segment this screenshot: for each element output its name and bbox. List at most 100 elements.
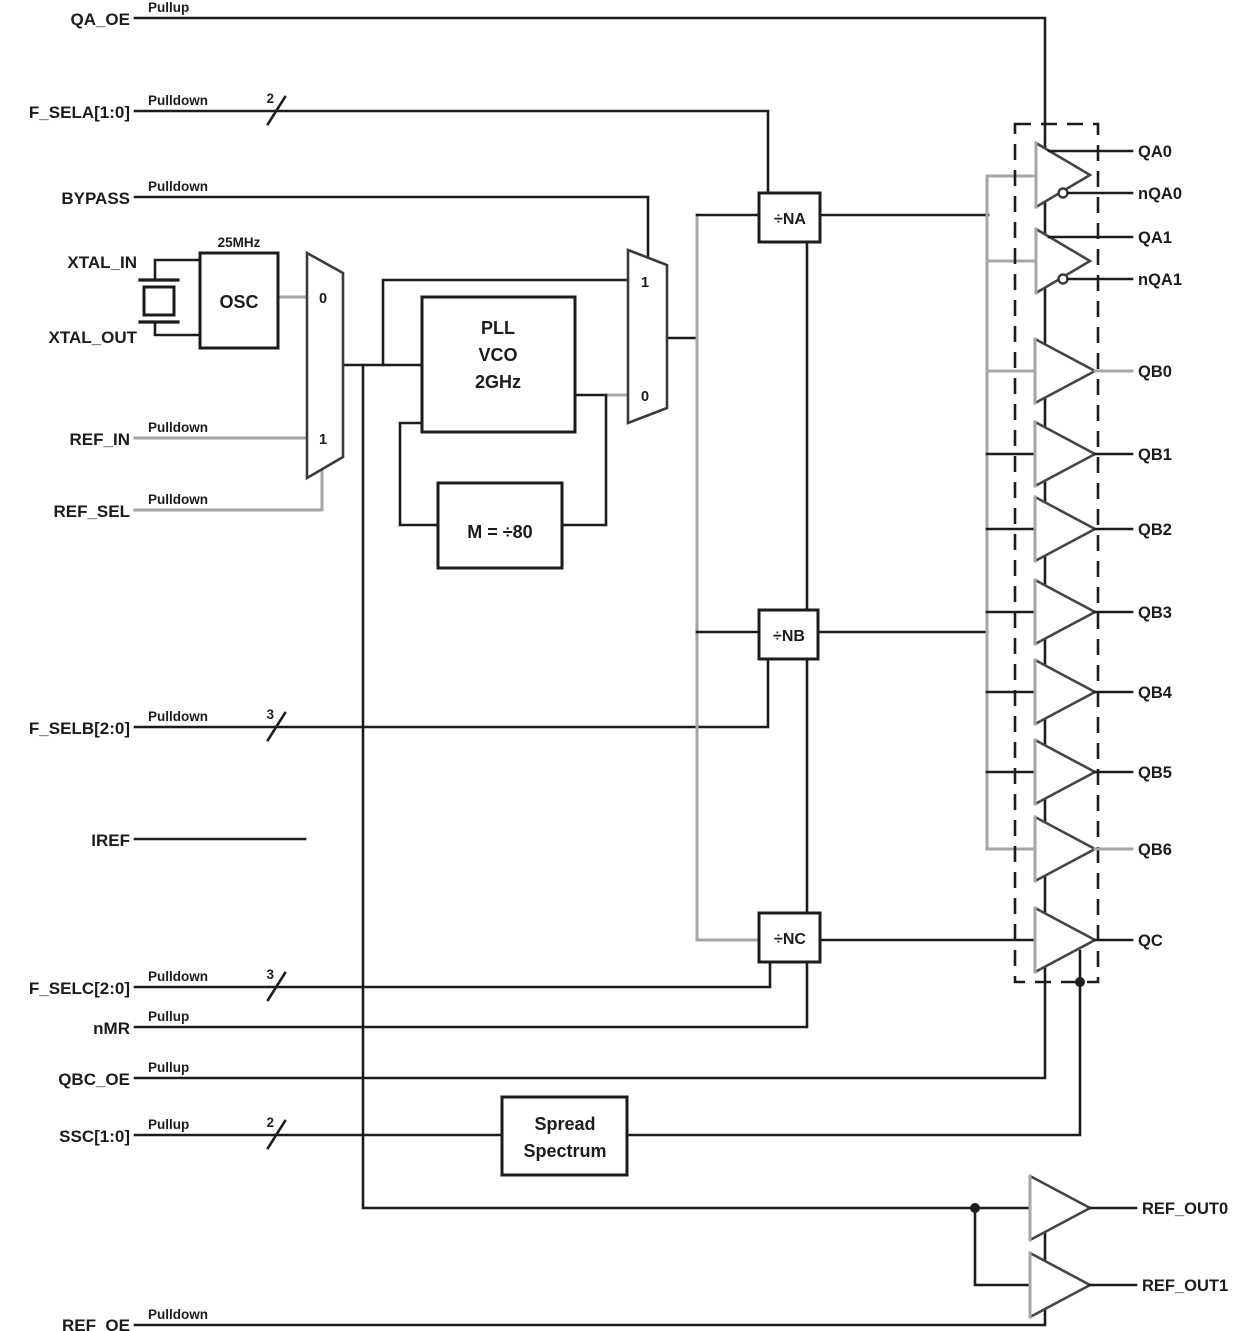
wire-pll-to-m	[560, 393, 608, 527]
buffer-qb6	[1033, 815, 1134, 883]
wire-f-sela	[133, 109, 770, 195]
output-label-qa0: QA0	[1138, 143, 1172, 161]
wire-ss-out	[625, 949, 1082, 1137]
mux1-input0-label: 0	[319, 291, 327, 307]
mux2-input1-label: 1	[641, 275, 649, 291]
buffer-qb3-fill	[1035, 580, 1095, 644]
pll-label-line3: 2GHz	[475, 372, 521, 392]
buffer-qa0	[1034, 141, 1093, 209]
output-label-qb1: QB1	[1138, 446, 1172, 464]
pll-label-line1: PLL	[481, 318, 515, 338]
buffer-qb0	[1033, 337, 1134, 405]
output-label-qc: QC	[1138, 932, 1163, 950]
wire-xtal-out	[153, 320, 202, 337]
buffer-qb2	[1033, 495, 1134, 563]
buffer-qb4-fill	[1035, 660, 1095, 724]
pull-label-ref-oe: Pulldown	[148, 1307, 208, 1322]
bus-width-f-selb: 3	[266, 707, 274, 722]
buffer-qb2-fill	[1035, 497, 1095, 561]
bus-slash-f-sela	[266, 95, 287, 126]
wire-ref-oe	[133, 1307, 1047, 1327]
signal-label-qbc-oe: QBC_OE	[58, 1070, 130, 1089]
bus-slash-f-selc	[266, 971, 287, 1002]
output-buffers	[1028, 141, 1138, 1319]
pull-label-ssc: Pullup	[148, 1117, 189, 1132]
buffer-qb3	[1033, 578, 1134, 646]
m-divider-block	[436, 481, 564, 570]
bus-slash-f-selb	[266, 711, 287, 742]
wire-bypass-path	[381, 278, 630, 367]
signal-label-f-sela: F_SELA[1:0]	[29, 103, 130, 122]
divider-na-block	[757, 191, 822, 244]
signal-label-ssc: SSC[1:0]	[59, 1127, 130, 1146]
pll-block	[420, 295, 577, 434]
buffer-refout0-fill	[1030, 1176, 1090, 1240]
output-label-refout1: REF_OUT1	[1142, 1277, 1228, 1295]
wire-f-selc	[133, 960, 772, 989]
spread-spectrum-block	[500, 1095, 629, 1177]
buffer-refout1-fill	[1030, 1253, 1090, 1317]
signal-label-xtal-in: XTAL_IN	[67, 253, 137, 272]
bus-width-ssc: 2	[266, 1115, 274, 1130]
buffer-qb1-fill	[1035, 422, 1095, 486]
buffer-feed-lines	[985, 174, 1047, 1263]
bus-slash-ssc	[266, 1119, 287, 1150]
divider-na-label: ÷NA	[774, 211, 806, 228]
bus-width-f-sela: 2	[266, 91, 274, 106]
wire-bypass	[133, 195, 650, 260]
signal-label-iref: IREF	[91, 831, 130, 850]
buffer-refout1	[1028, 1251, 1138, 1319]
divider-nb-block	[757, 608, 820, 661]
crystal-freq-label: 25MHz	[218, 235, 261, 250]
signal-label-qa-oe: QA_OE	[70, 10, 130, 29]
osc-block	[198, 251, 280, 350]
crystal-body	[142, 285, 176, 317]
mux1-input1-label: 1	[319, 432, 327, 448]
wire-qa-oe	[133, 16, 1047, 150]
m-divider-label: M = ÷80	[467, 522, 532, 542]
buffer-qb6-fill	[1035, 817, 1095, 881]
invert-bubble-nqa1	[1057, 273, 1069, 285]
signal-label-f-selc: F_SELC[2:0]	[29, 979, 130, 998]
pull-label-qbc-oe: Pullup	[148, 1060, 189, 1075]
buffer-qb5	[1033, 738, 1134, 806]
signal-label-xtal-out: XTAL_OUT	[49, 328, 138, 347]
spread-label-line2: Spectrum	[523, 1141, 606, 1161]
buffer-qb4	[1033, 658, 1134, 726]
invert-bubble-nqa0	[1057, 187, 1069, 199]
wire-xtal-in	[153, 258, 202, 282]
output-bank-dashed-box	[1013, 122, 1100, 984]
buffer-qa1	[1034, 227, 1093, 295]
bus-width-f-selc: 3	[266, 967, 274, 982]
core-wires	[276, 213, 1085, 1287]
output-label-qa1: QA1	[1138, 229, 1172, 247]
pull-label-ref-sel: Pulldown	[148, 492, 208, 507]
pull-label-f-selc: Pulldown	[148, 969, 208, 984]
wire-nmr	[133, 960, 809, 1029]
signal-label-ref-sel: REF_SEL	[53, 502, 130, 521]
right-output-labels: QA0 nQA0 QA1 nQA1 QB0 QB1 QB2 QB3 QB4 QB…	[1138, 143, 1228, 1295]
buffer-qa1-fill	[1036, 229, 1090, 293]
block-labels: 25MHz OSC PLL VCO 2GHz M = ÷80 ÷NA ÷NB ÷…	[218, 211, 807, 1161]
wire-ref-sel	[133, 467, 324, 512]
buffer-refout0	[1028, 1174, 1138, 1242]
signal-label-bypass: BYPASS	[61, 189, 130, 208]
input-wires	[133, 16, 1047, 1327]
wire-qbc-oe	[133, 965, 1047, 1080]
pull-label-f-sela: Pulldown	[148, 93, 208, 108]
signal-label-f-selb: F_SELB[2:0]	[29, 719, 130, 738]
output-label-refout0: REF_OUT0	[1142, 1200, 1228, 1218]
output-label-nqa1: nQA1	[1138, 271, 1182, 289]
buffer-qb0-fill	[1035, 339, 1095, 403]
output-label-qb5: QB5	[1138, 764, 1172, 782]
signal-label-nmr: nMR	[93, 1019, 130, 1038]
output-label-nqa0: nQA0	[1138, 185, 1182, 203]
junction-ss	[1075, 977, 1085, 987]
output-label-qb6: QB6	[1138, 841, 1172, 859]
output-label-qb0: QB0	[1138, 363, 1172, 381]
mux2-input0-label: 0	[641, 389, 649, 405]
pll-label-line2: VCO	[478, 345, 517, 365]
divider-nb-label: ÷NB	[773, 628, 805, 645]
